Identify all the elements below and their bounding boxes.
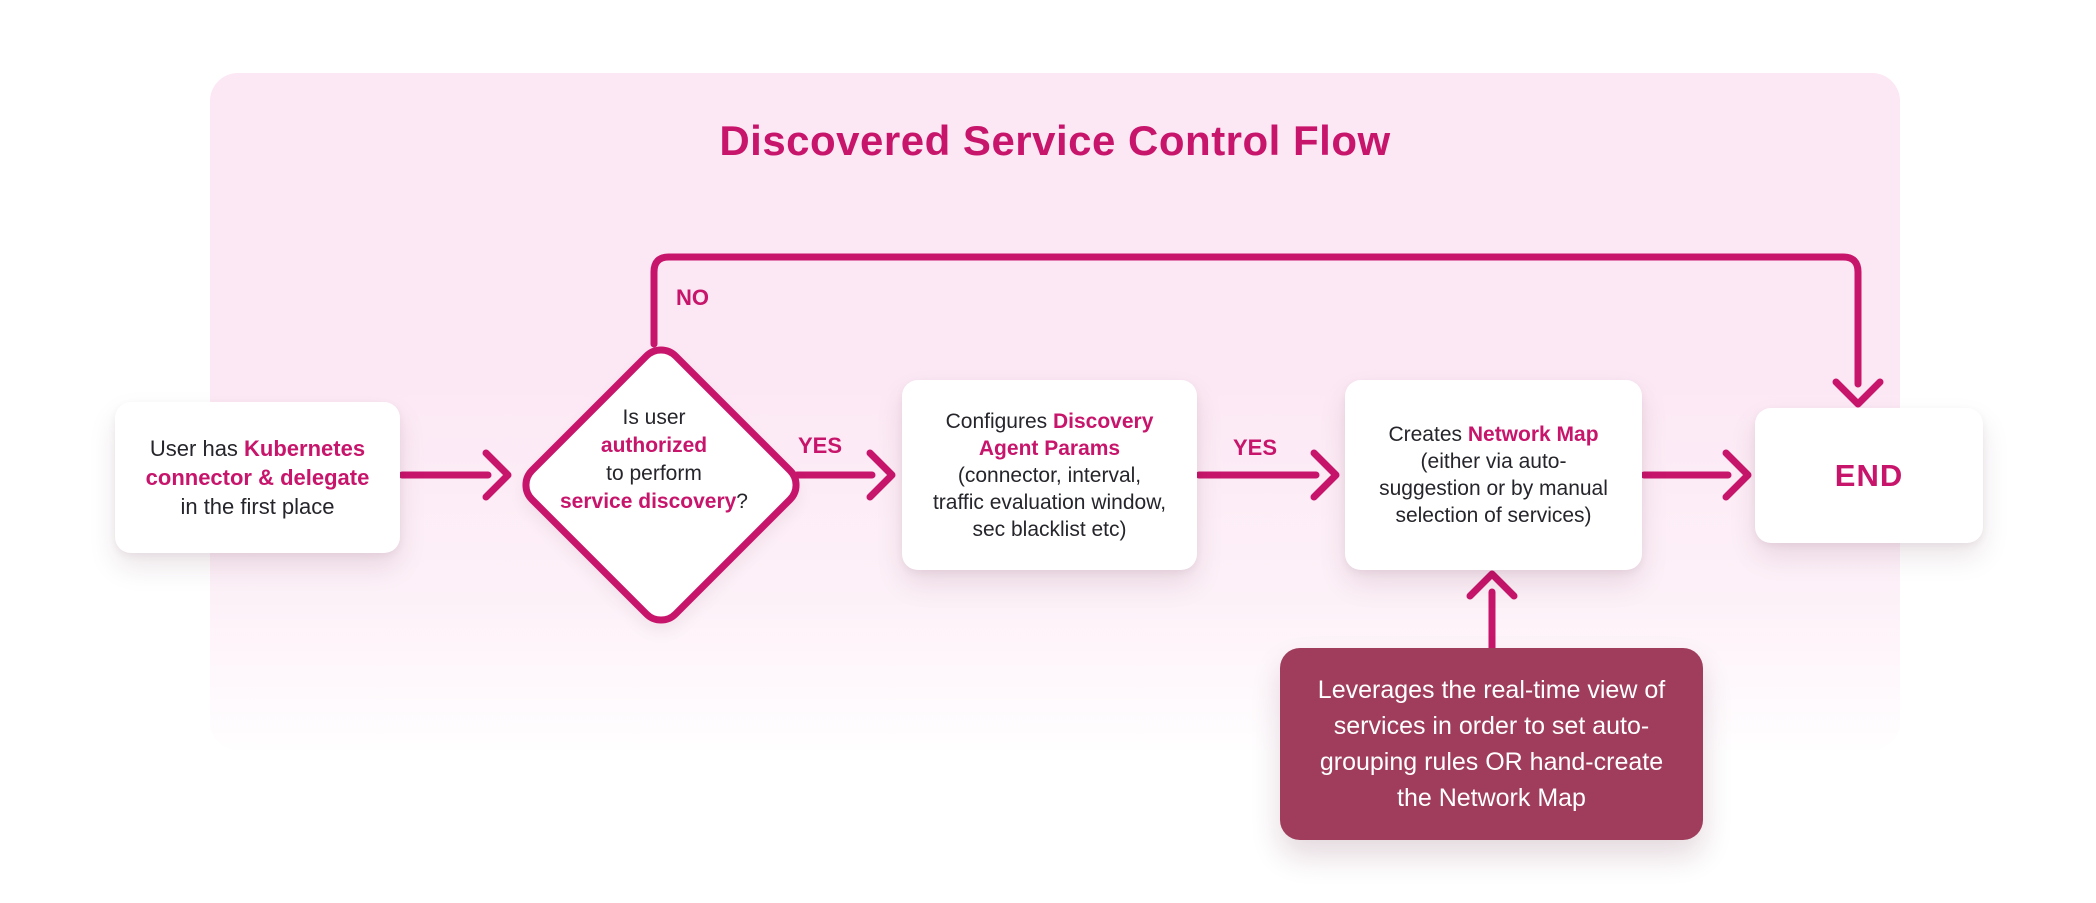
end-node-label: END: [1834, 457, 1904, 493]
start-node-text: User has Kubernetes connector & delegate…: [145, 436, 370, 519]
start-node: User has Kubernetes connector & delegate…: [115, 402, 400, 553]
create-node-text: Creates Network Map (either via auto- su…: [1379, 423, 1608, 527]
configure-node: Configures Discovery Agent Params (conne…: [902, 380, 1197, 570]
end-node: END: [1755, 408, 1983, 543]
arrow-create-to-end: [1640, 449, 1752, 501]
arrow-no-to-end: [650, 253, 1884, 408]
diagram-title: Discovered Service Control Flow: [719, 117, 1391, 164]
configure-node-text: Configures Discovery Agent Params (conne…: [932, 409, 1167, 541]
create-node: Creates Network Map (either via auto- su…: [1345, 380, 1642, 570]
note-box: Leverages the real-time view of services…: [1280, 648, 1703, 840]
note-box-text: Leverages the real-time view of services…: [1317, 676, 1666, 812]
yes-label-1: YES: [798, 433, 843, 458]
arrow-note-to-create: [1466, 570, 1518, 652]
arrow-decision-to-configure: [793, 449, 896, 501]
arrow-configure-to-create: [1195, 449, 1340, 501]
no-label: NO: [676, 285, 709, 310]
arrow-start-to-decision: [398, 449, 512, 501]
decision-node-text: Is user authorized to perform service di…: [560, 406, 748, 513]
yes-label-2: YES: [1233, 435, 1278, 460]
